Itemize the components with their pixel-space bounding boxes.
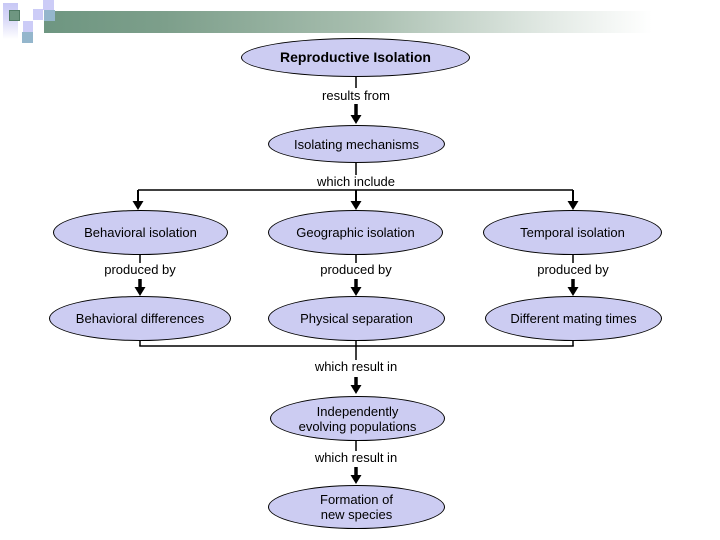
node-label: Isolating mechanisms xyxy=(294,136,419,152)
node-label: Physical separation xyxy=(300,311,413,326)
edge-label-which-include: which include xyxy=(316,174,396,189)
decor-square-lavender xyxy=(33,9,43,20)
node-label-line1: Independently xyxy=(316,403,399,419)
node-label: Different mating times xyxy=(510,311,637,326)
edge-label-produced-by-center: produced by xyxy=(320,262,392,277)
decor-square-blue xyxy=(44,10,55,21)
decor-square-green xyxy=(9,10,20,21)
node-different-mating-times: Different mating times xyxy=(485,296,662,341)
node-behavioral-differences: Behavioral differences xyxy=(49,296,231,341)
node-label-line2: evolving populations xyxy=(298,418,417,434)
node-isolating-mechanisms: Isolating mechanisms xyxy=(268,125,445,163)
node-behavioral-isolation: Behavioral isolation xyxy=(53,210,228,255)
node-label: Geographic isolation xyxy=(296,225,415,240)
decor-square-blue xyxy=(22,32,33,43)
node-label-line1: Formation of xyxy=(320,492,393,507)
node-label-line2: new species xyxy=(320,507,393,522)
edge-label-results-from: results from xyxy=(322,88,390,103)
decor-square-lavender xyxy=(43,0,54,10)
node-label: Behavioral isolation xyxy=(84,225,197,240)
node-label: Reproductive Isolation xyxy=(280,49,431,65)
node-label: Temporal isolation xyxy=(520,225,625,240)
decor-square-lavender xyxy=(23,21,33,32)
header-gradient-bar xyxy=(44,11,720,33)
node-physical-separation: Physical separation xyxy=(268,296,445,341)
edge-label-which-result-in-1: which result in xyxy=(314,359,398,374)
edge-label-produced-by-right: produced by xyxy=(537,262,609,277)
node-reproductive-isolation: Reproductive Isolation xyxy=(241,38,470,77)
edge-label-produced-by-left: produced by xyxy=(104,262,176,277)
node-geographic-isolation: Geographic isolation xyxy=(268,210,443,255)
node-formation-of-new-species: Formation of new species xyxy=(268,485,445,529)
edge-label-which-result-in-2: which result in xyxy=(314,450,398,465)
node-independently-evolving-populations: Independently evolving populations xyxy=(270,396,445,441)
node-label: Behavioral differences xyxy=(75,311,205,326)
node-temporal-isolation: Temporal isolation xyxy=(483,210,662,255)
